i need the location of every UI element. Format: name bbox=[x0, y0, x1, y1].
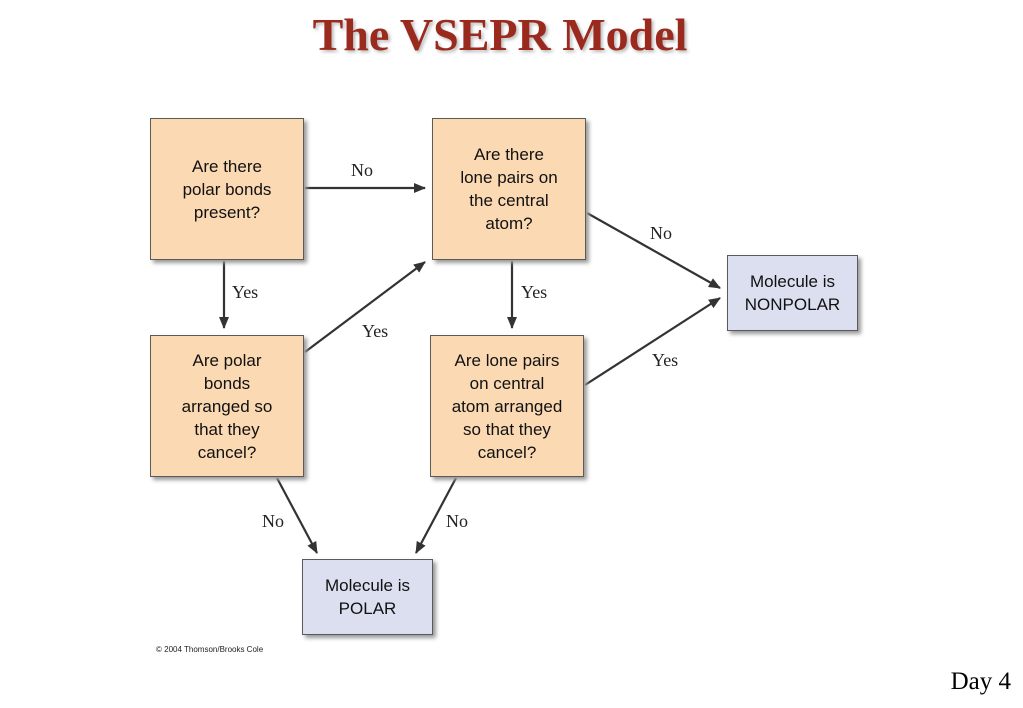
node-bonds-cancel-question: Are polar bonds arranged so that they ca… bbox=[150, 335, 304, 477]
arrow-lone-pairs-cancel-to-nonpolar bbox=[584, 297, 721, 386]
node-polar-bonds-question: Are there polar bonds present? bbox=[150, 118, 304, 260]
node-nonpolar-result: Molecule is NONPOLAR bbox=[727, 255, 858, 331]
slide-footer-day: Day 4 bbox=[950, 668, 1011, 695]
edge-label-lone-pairs-no: No bbox=[650, 223, 672, 243]
edge-label-lone-pairs-cancel-yes: Yes bbox=[652, 350, 679, 370]
node-lone-pairs-cancel-question: Are lone pairs on central atom arranged … bbox=[430, 335, 584, 477]
node-polar-result: Molecule is POLAR bbox=[302, 559, 433, 635]
edge-label-bonds-cancel-no: No bbox=[262, 511, 284, 531]
arrow-lone-pairs-to-nonpolar bbox=[586, 212, 721, 289]
edge-label-lone-pairs-yes: Yes bbox=[521, 282, 548, 302]
copyright-credit: © 2004 Thomson/Brooks Cole bbox=[156, 645, 264, 654]
arrow-lone-pairs-cancel-to-polar bbox=[415, 477, 457, 554]
arrow-bonds-cancel-to-lone-pairs bbox=[304, 261, 426, 353]
edge-label-bonds-cancel-yes: Yes bbox=[362, 321, 389, 341]
edge-label-polar-bonds-yes: Yes bbox=[232, 282, 259, 302]
page-title: The VSEPR Model bbox=[312, 9, 688, 60]
edge-label-polar-bonds-no: No bbox=[351, 160, 373, 180]
edge-label-lone-pairs-cancel-no: No bbox=[446, 511, 468, 531]
node-lone-pairs-question: Are there lone pairs on the central atom… bbox=[432, 118, 586, 260]
arrow-bonds-cancel-to-polar bbox=[276, 477, 318, 554]
